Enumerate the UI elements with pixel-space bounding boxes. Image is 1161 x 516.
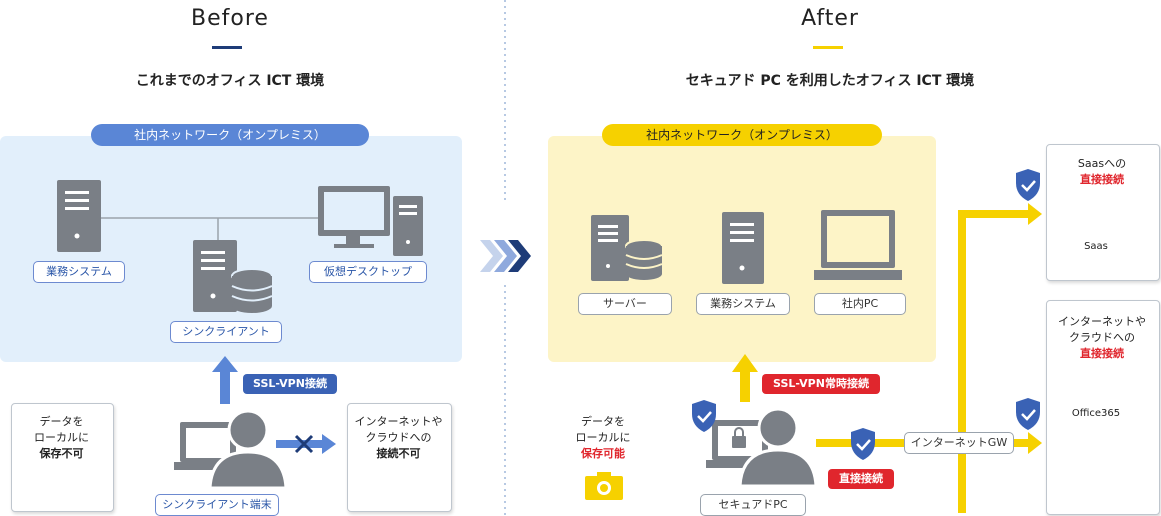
before-business-system-label: 業務システム [33, 261, 125, 283]
before-network-label: 社内ネットワーク（オンプレミス） [91, 124, 369, 146]
chevron-right-icon [480, 240, 531, 272]
after-business-server-icon [722, 212, 764, 284]
before-virtual-desktop-icon [318, 186, 423, 256]
after-office-pc-icon [814, 210, 902, 280]
after-server-icon [591, 215, 663, 281]
after-title-underline [813, 46, 843, 49]
after-local-data-line3: 保存可能 [581, 447, 625, 460]
after-internet-card [1046, 300, 1160, 515]
after-subtitle: セキュアド PC を利用したオフィス ICT 環境 [685, 73, 975, 89]
after-title: After [801, 6, 859, 31]
after-local-data-line2: ローカルに [575, 431, 631, 444]
before-local-data-line1: データを [39, 415, 84, 428]
shield-icon [692, 400, 716, 432]
before-subtitle: これまでのオフィス ICT 環境 [135, 73, 325, 89]
before-server-icon [57, 180, 101, 252]
after-server-label: サーバー [578, 293, 672, 315]
before-thin-client-terminal-label: シンクライアント端末 [155, 494, 279, 516]
after-direct-connect-tag: 直接接続 [828, 469, 894, 489]
after-internet-line1: インターネットや [1058, 315, 1146, 328]
before-virtual-desktop-label: 仮想デスクトップ [309, 261, 427, 283]
after-business-system-label: 業務システム [696, 293, 790, 315]
shield-icon [1016, 398, 1040, 430]
before-blocked-arrow-icon [276, 434, 336, 454]
before-title: Before [191, 6, 269, 31]
before-user-laptop-icon [174, 409, 288, 490]
after-user-laptop-icon [706, 407, 818, 488]
after-saas-card [1046, 144, 1160, 281]
before-internet-line3: 接続不可 [376, 447, 421, 460]
after-internet-line3: 直接接続 [1080, 347, 1124, 360]
after-saas-line2: 直接接続 [1080, 173, 1124, 186]
after-internet-gw-label: インターネットGW [904, 432, 1014, 454]
after-saas-cloud-label: Saas [1084, 241, 1108, 252]
before-local-data-card [11, 403, 114, 512]
before-thin-client-server-icon [193, 240, 273, 313]
shield-icon [1016, 169, 1040, 201]
after-office-pc-label: 社内PC [814, 293, 906, 315]
after-internet-line2: クラウドへの [1069, 331, 1135, 344]
after-ssl-vpn-tag: SSL-VPN常時接続 [762, 374, 880, 394]
after-office365-label: Office365 [1071, 408, 1121, 419]
before-internet-line1: インターネットや [354, 415, 443, 428]
before-local-data-line2: ローカルに [34, 431, 89, 444]
before-local-data-line3: 保存不可 [39, 447, 84, 460]
before-internet-card [347, 403, 452, 512]
after-local-data-line1: データを [581, 415, 625, 428]
before-ssl-vpn-tag: SSL-VPN接続 [243, 374, 337, 394]
shield-icon [851, 428, 875, 460]
before-title-underline [212, 46, 242, 49]
after-network-label: 社内ネットワーク（オンプレミス） [602, 124, 882, 146]
camera-icon [585, 472, 623, 500]
after-secured-pc-label: セキュアドPC [700, 494, 806, 516]
before-thin-client-label: シンクライアント [170, 321, 282, 343]
before-internet-line2: クラウドへの [365, 431, 432, 444]
after-saas-line1: Saasへの [1077, 157, 1127, 170]
